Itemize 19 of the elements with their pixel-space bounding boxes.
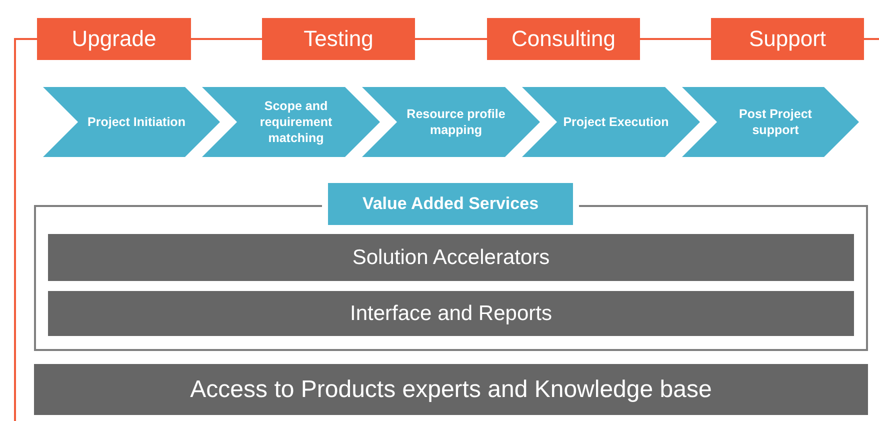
connector-line <box>864 38 879 40</box>
service-bar: Access to Products experts and Knowledge base <box>34 364 868 415</box>
process-step: Resource profile mapping <box>362 87 540 157</box>
process-step: Post Project support <box>682 87 859 157</box>
group-frame <box>34 183 868 351</box>
connector-line <box>640 38 711 40</box>
process-step: Project Initiation <box>43 87 220 157</box>
process-step: Project Execution <box>522 87 700 157</box>
service-box: Support <box>711 18 864 60</box>
connector-line <box>14 38 37 421</box>
process-step: Scope and requirement matching <box>202 87 380 157</box>
service-box: Testing <box>262 18 415 60</box>
service-bar: Interface and Reports <box>48 291 854 336</box>
connector-line <box>191 38 262 40</box>
service-box: Upgrade <box>37 18 191 60</box>
service-bar: Solution Accelerators <box>48 234 854 281</box>
service-box: Consulting <box>487 18 640 60</box>
group-heading: Value Added Services <box>328 183 573 225</box>
connector-line <box>415 38 487 40</box>
